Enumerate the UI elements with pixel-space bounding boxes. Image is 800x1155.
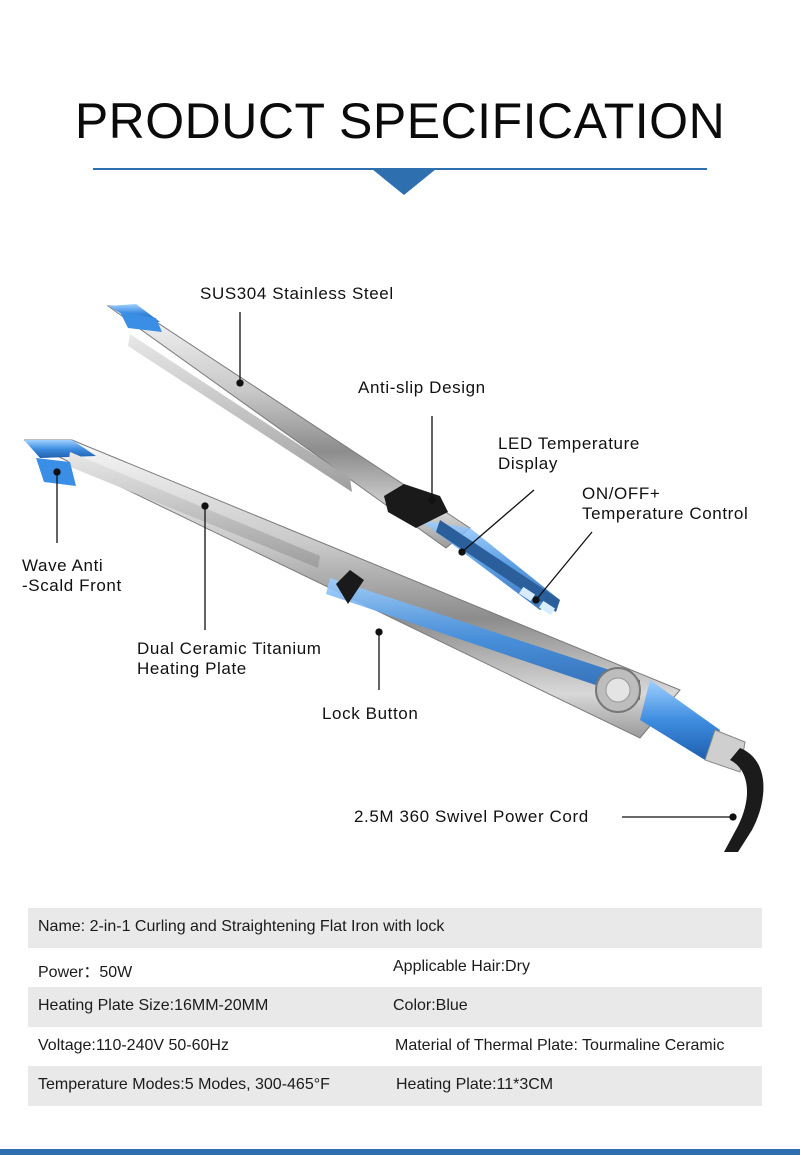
spec-cell-right: Color:Blue	[393, 997, 468, 1014]
callout-anti-slip: Anti-slip Design	[358, 378, 486, 397]
spec-row: Power：50W Applicable Hair:Dry	[28, 948, 762, 988]
spec-cell-right: Applicable Hair:Dry	[393, 957, 530, 975]
spec-cell-left: Heating Plate Size:16MM-20MM	[38, 997, 269, 1014]
power-cord	[724, 748, 764, 852]
callout-wave-front: Wave Anti -Scald Front	[22, 556, 122, 595]
callout-on-off: ON/OFF+ Temperature Control	[582, 484, 749, 523]
callout-sus304: SUS304 Stainless Steel	[200, 284, 394, 303]
spec-cell-left: Power：50W	[38, 963, 133, 981]
swivel-dial	[595, 667, 641, 713]
spec-cell-left: Voltage:110-240V 50-60Hz	[38, 1036, 229, 1054]
callout-leaders	[53, 312, 737, 821]
spec-row: Temperature Modes:5 Modes, 300-465°F Hea…	[28, 1066, 762, 1106]
callout-power-cord: 2.5M 360 Swivel Power Cord	[354, 807, 589, 826]
callout-lock-button: Lock Button	[322, 704, 419, 723]
spec-cell-left: Name: 2-in-1 Curling and Straightening F…	[38, 918, 445, 935]
spec-table: Name: 2-in-1 Curling and Straightening F…	[28, 908, 762, 1106]
callout-heating-plate: Dual Ceramic Titanium Heating Plate	[137, 639, 322, 678]
spec-row: Heating Plate Size:16MM-20MM Color:Blue	[28, 987, 762, 1027]
control-panel	[436, 520, 560, 616]
spec-cell-right: Material of Thermal Plate: Tourmaline Ce…	[395, 1036, 725, 1054]
flat-iron-illustration	[23, 304, 764, 852]
spec-cell-right: Heating Plate:11*3CM	[396, 1076, 554, 1093]
title-pointer-triangle	[372, 169, 436, 195]
spec-row: Name: 2-in-1 Curling and Straightening F…	[28, 908, 762, 948]
spec-row: Voltage:110-240V 50-60Hz Material of The…	[28, 1027, 762, 1067]
page-title: PRODUCT SPECIFICATION	[74, 93, 726, 149]
spec-cell-left: Temperature Modes:5 Modes, 300-465°F	[38, 1076, 330, 1093]
handle-end	[640, 680, 746, 773]
callout-led-display: LED Temperature Display	[498, 434, 640, 473]
bottom-accent-bar	[0, 1149, 800, 1155]
